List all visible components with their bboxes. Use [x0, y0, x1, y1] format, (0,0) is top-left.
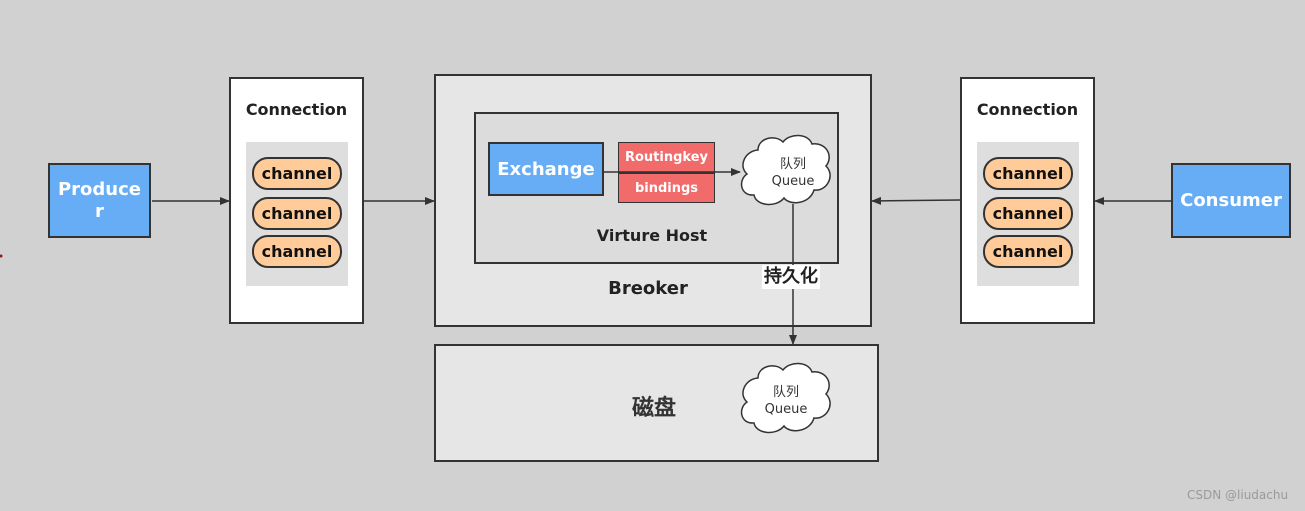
- watermark: CSDN @liudachu: [1187, 488, 1289, 502]
- routingkey-box: Routingkey: [618, 142, 715, 173]
- consumer-node: Consumer: [1171, 163, 1291, 238]
- disk-queue-cn: 队列: [772, 385, 799, 400]
- arrow-right-connection-to-broker: [871, 196, 961, 205]
- edge-dot: [0, 254, 3, 258]
- producer-label-line2: r: [95, 200, 104, 222]
- exchange-node: Exchange: [488, 142, 604, 196]
- producer-label-line1: Produce: [57, 178, 141, 200]
- left-channel-1: channel: [252, 157, 342, 190]
- virtual-host-label: Virture Host: [596, 226, 708, 245]
- left-connection-box: Connection channel channel channel: [229, 77, 364, 324]
- vhost-queue-text: 队列 Queue: [753, 156, 833, 190]
- disk-queue-cloud-shape: [740, 362, 831, 434]
- vhost-queue-en: Queue: [771, 174, 815, 189]
- right-channel-3: channel: [983, 235, 1073, 268]
- producer-node: Produce r: [48, 163, 151, 238]
- disk-queue-en: Queue: [764, 402, 808, 417]
- right-connection-box: Connection channel channel channel: [960, 77, 1095, 324]
- bindings-box: bindings: [618, 173, 715, 203]
- vhost-queue-cn: 队列: [779, 157, 806, 172]
- left-connection-title: Connection: [245, 100, 348, 119]
- disk-queue-text: 队列 Queue: [746, 384, 826, 418]
- left-channel-group: channel channel channel: [246, 142, 348, 286]
- broker-label: Breoker: [608, 278, 688, 299]
- persist-label: 持久化: [762, 265, 820, 289]
- right-connection-title: Connection: [976, 100, 1079, 119]
- right-channel-group: channel channel channel: [977, 142, 1079, 286]
- queue-cloud-shape: [740, 134, 831, 206]
- left-channel-3: channel: [252, 235, 342, 268]
- left-channel-2: channel: [252, 197, 342, 230]
- right-channel-1: channel: [983, 157, 1073, 190]
- disk-label: 磁盘: [632, 396, 677, 421]
- right-channel-2: channel: [983, 197, 1073, 230]
